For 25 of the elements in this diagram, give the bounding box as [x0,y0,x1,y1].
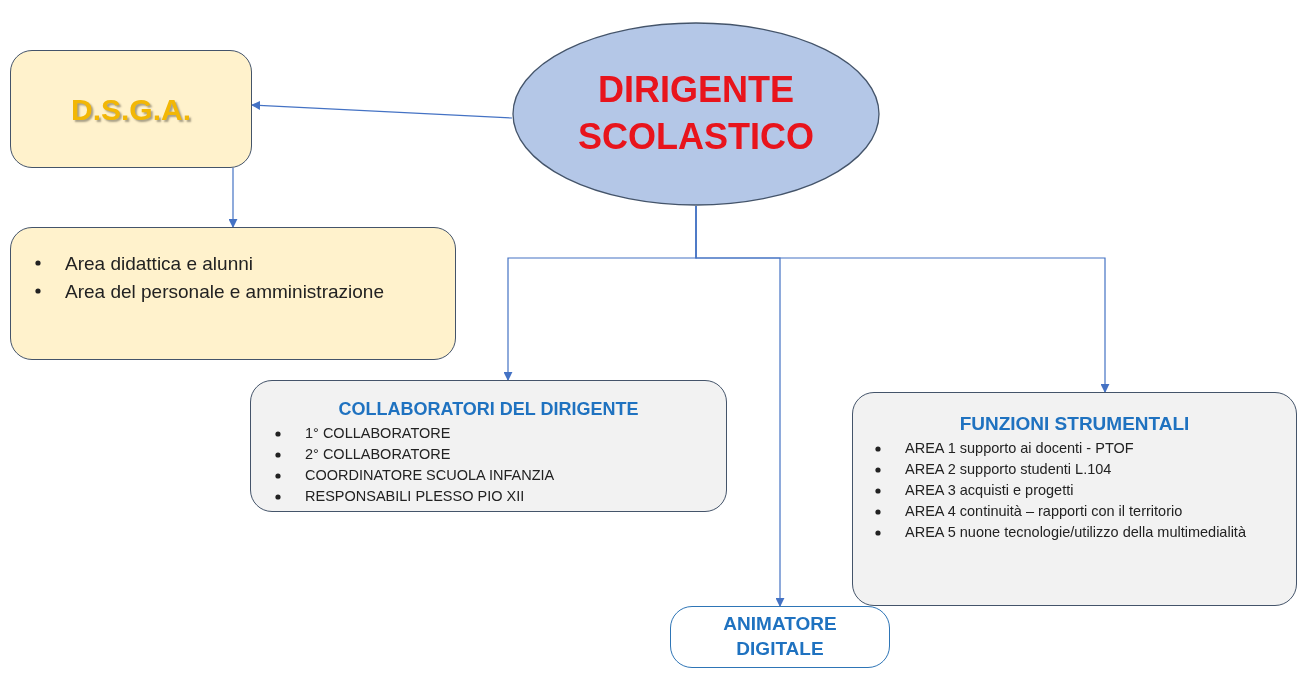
list-item: AREA 4 continuità – rapporti con il territorio [905,503,1183,520]
arrow [251,100,513,119]
list-box [10,227,456,360]
role-ellipse [512,22,880,206]
role-box [852,392,1297,606]
arrow [695,205,1110,393]
list-item: AREA 1 supporto ai docenti - PTOF [905,440,1134,456]
arrow [228,167,238,228]
node-title: DIRIGENTE SCOLASTICO [577,68,815,159]
role-box [670,606,890,668]
list-item: AREA 5 nuone tecnologie/utilizzo della multimedialità [905,524,1246,541]
node-title: ANIMATORE DIGITALE [722,612,838,661]
list-item: AREA 3 acquisti e progetti [905,482,1074,499]
list-item: AREA 2 supporto studenti L.104 [905,461,1112,477]
node-title: FUNZIONI STRUMENTALI [958,413,1191,435]
list-item: Area didattica e alunni [65,253,253,274]
list-item: RESPONSABILI PLESSO PIO XII [305,488,525,505]
node-title: COLLABORATORI DEL DIRIGENTE [337,399,640,420]
role-box [10,50,252,168]
list-item: 2° COLLABORATORE [305,446,451,462]
list-item: 1° COLLABORATORE [305,425,451,441]
role-box [250,380,727,512]
node-title: D.S.G.A. [71,91,191,128]
list-item: Area del personale e amministrazione [65,280,384,302]
list-item: COORDINATORE SCUOLA INFANZIA [305,467,555,484]
